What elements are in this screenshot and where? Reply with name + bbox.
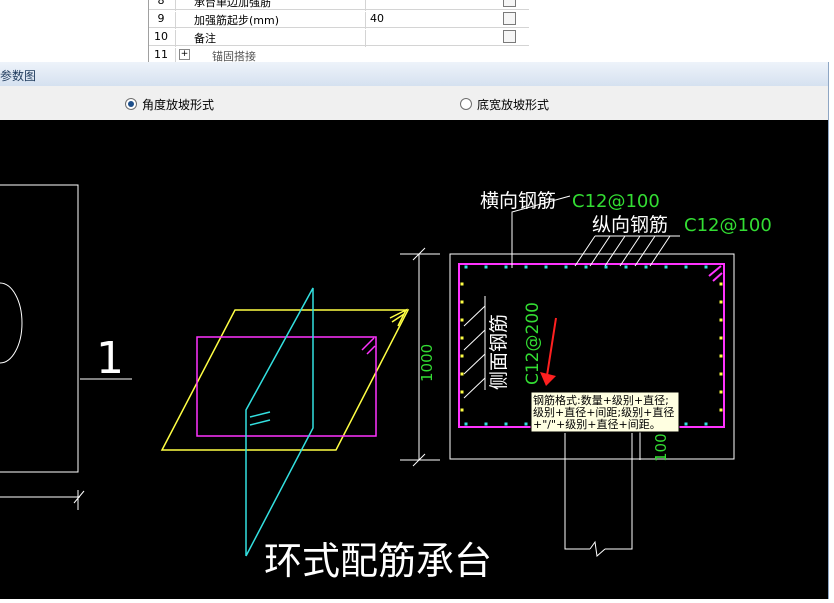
rebar-dot-bottom: [684, 422, 688, 426]
rebar-dot-top: [584, 265, 588, 269]
horizontal-rebar-label: 横向钢筋: [480, 190, 556, 212]
radio-label: 角度放坡形式: [142, 98, 215, 112]
rebar-dot-right: [719, 372, 723, 376]
cad-canvas[interactable]: 1: [0, 120, 828, 599]
rebar-dot-top: [704, 265, 708, 269]
rebar-dot-top: [664, 265, 668, 269]
row-value[interactable]: [365, 0, 497, 11]
table-row[interactable]: 8 承台单边加强筋: [149, 0, 529, 11]
rebar-dot-bottom: [464, 422, 468, 426]
section-view: [400, 195, 735, 557]
longitudinal-rebar-label: 纵向钢筋: [592, 214, 668, 236]
rebar-dot-top: [464, 265, 468, 269]
rebar-dot-bottom: [524, 422, 528, 426]
row-checkbox[interactable]: [503, 30, 516, 43]
rebar-dot-left: [460, 372, 464, 376]
height-dimension: 1000: [418, 344, 436, 382]
bottom-dimension: 100: [652, 433, 670, 462]
rebar-dot-left: [460, 336, 464, 340]
rebar-dot-left: [460, 390, 464, 394]
property-table: 8 承台单边加强筋 9 加强筋起步(mm) 40 10 备注 11 + 锚固搭接: [148, 0, 529, 65]
rebar-dot-right: [719, 354, 723, 358]
row-number: 10: [154, 30, 168, 43]
row-name: 加强筋起步(mm): [175, 12, 365, 29]
rebar-dot-left: [460, 318, 464, 322]
row-number: 11: [154, 48, 168, 61]
rebar-dot-bottom: [484, 422, 488, 426]
tooltip-line-3: +"/"+级别+直径+间距。: [533, 417, 661, 431]
isometric-view: [160, 287, 410, 557]
radio-angle-slope[interactable]: 角度放坡形式: [125, 96, 214, 113]
side-rebar-label: 侧面钢筋: [488, 314, 510, 390]
row-number: 8: [157, 0, 165, 7]
rebar-dot-right: [719, 390, 723, 394]
window-title: 参数图: [0, 69, 37, 83]
tooltip-line-1: 钢筋格式:数量+级别+直径;: [533, 393, 669, 407]
rebar-dot-top: [604, 265, 608, 269]
rebar-dot-left: [460, 300, 464, 304]
rebar-dot-top: [504, 265, 508, 269]
drawing-svg: 1: [0, 184, 772, 583]
row-name: 备注: [175, 30, 365, 47]
rebar-dot-top: [564, 265, 568, 269]
rebar-dot-top: [524, 265, 528, 269]
row-checkbox[interactable]: [503, 12, 516, 25]
rebar-dot-right: [719, 282, 723, 286]
rebar-dot-top: [544, 265, 548, 269]
rebar-dot-right: [719, 336, 723, 340]
rebar-dot-top: [484, 265, 488, 269]
radio-selected-icon[interactable]: [125, 98, 137, 110]
table-row[interactable]: 10 备注: [149, 28, 529, 47]
plan-view: [0, 184, 132, 510]
table-row[interactable]: 9 加强筋起步(mm) 40: [149, 10, 529, 29]
rebar-dot-right: [719, 300, 723, 304]
rebar-format-tooltip: 钢筋格式:数量+级别+直径; 级别+直径+间距;级别+直径 +"/"+级别+直径…: [530, 391, 680, 433]
rebar-dot-bottom: [704, 422, 708, 426]
rebar-dot-top: [684, 265, 688, 269]
window-titlebar[interactable]: 参数图: [0, 62, 828, 87]
radio-label: 底宽放坡形式: [477, 98, 550, 112]
drawing-caption: 环式配筋承台: [264, 539, 492, 583]
rebar-dot-right: [719, 408, 723, 412]
row-number: 9: [157, 12, 165, 25]
slope-option-bar: 角度放坡形式 底宽放坡形式: [0, 86, 828, 121]
rebar-dot-top: [644, 265, 648, 269]
row-name: 锚固搭接: [175, 48, 365, 65]
row-value[interactable]: 40: [365, 12, 497, 29]
section-number: 1: [96, 333, 124, 384]
longitudinal-rebar-value: C12@100: [684, 215, 772, 236]
row-value[interactable]: [365, 30, 497, 47]
horizontal-rebar-value: C12@100: [572, 191, 660, 212]
rebar-dot-right: [719, 318, 723, 322]
rebar-dot-left: [460, 282, 464, 286]
side-rebar-value: C12@200: [523, 302, 543, 385]
rebar-dot-left: [460, 408, 464, 412]
rebar-dot-bottom: [504, 422, 508, 426]
rebar-dots: [460, 265, 723, 426]
rebar-dot-top: [624, 265, 628, 269]
rebar-dot-left: [460, 354, 464, 358]
expand-icon[interactable]: +: [179, 49, 190, 60]
tooltip-line-2: 级别+直径+间距;级别+直径: [533, 405, 674, 419]
row-checkbox[interactable]: [503, 0, 516, 7]
radio-bottom-width-slope[interactable]: 底宽放坡形式: [460, 96, 549, 113]
radio-unselected-icon[interactable]: [460, 98, 472, 110]
row-name: 承台单边加强筋: [175, 0, 365, 11]
